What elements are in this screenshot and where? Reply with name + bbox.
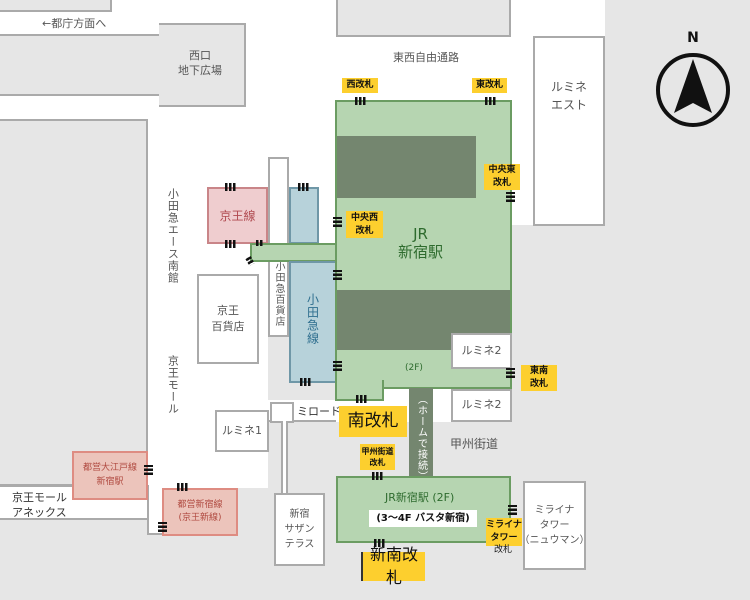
gate-new-south[interactable]: 新南改札 bbox=[361, 545, 425, 587]
lumine2-label: ルミネ2 bbox=[461, 398, 502, 412]
gate-east[interactable]: 東改札 bbox=[472, 78, 507, 93]
gate-southeast[interactable]: 東南 改札 bbox=[521, 365, 557, 391]
lumine2-upper[interactable]: ルミネ2 bbox=[451, 333, 512, 369]
keio-line-label: 京王線 bbox=[219, 209, 256, 223]
gate-icon bbox=[298, 183, 309, 191]
lumine-est[interactable]: ルミネ エスト bbox=[533, 36, 605, 226]
jr-shinjuku-south[interactable] bbox=[336, 476, 511, 543]
jr-label-name: 新宿駅 bbox=[398, 243, 444, 261]
walkway-line bbox=[281, 421, 288, 501]
gate-icon bbox=[225, 240, 236, 248]
lumine-est-label: ルミネ エスト bbox=[550, 80, 587, 112]
jr-2f-label: (2F) bbox=[405, 363, 423, 373]
compass-north-label: N bbox=[687, 30, 699, 46]
west-plaza-label: 西口 地下広場 bbox=[178, 49, 222, 78]
gate-icon bbox=[506, 192, 515, 202]
gate-miraina-tower-sub: 改札 bbox=[494, 545, 513, 555]
gate-icon bbox=[300, 378, 311, 386]
gate-icon bbox=[374, 539, 385, 547]
gate-icon bbox=[333, 217, 342, 227]
block-west bbox=[0, 119, 148, 486]
platform-connection: （ホームで接続） bbox=[409, 388, 433, 482]
koshu-kaido-label: 甲州街道 bbox=[450, 437, 499, 451]
mirainatower-label: ミライナ タワー （ニュウマン） bbox=[519, 505, 590, 546]
gate-icon bbox=[144, 465, 153, 475]
jr-south-label: JR新宿駅 (2F) bbox=[385, 491, 455, 504]
west-plaza-left bbox=[0, 34, 162, 96]
gate-icon bbox=[158, 522, 167, 532]
block-nw bbox=[0, 0, 112, 12]
lumine2-lower[interactable]: ルミネ2 bbox=[451, 389, 512, 422]
odakyu-line[interactable]: 小田急線 bbox=[289, 261, 337, 383]
lumine1[interactable]: ルミネ1 bbox=[215, 410, 269, 452]
gate-south[interactable]: 南改札 bbox=[339, 406, 407, 437]
gate-icon bbox=[256, 240, 264, 246]
gate-icon bbox=[177, 483, 188, 491]
gate-icon bbox=[333, 361, 342, 371]
odakyu-line-north[interactable] bbox=[289, 187, 319, 244]
compass: N bbox=[655, 30, 731, 130]
busta-label: (3〜4F バスタ新宿) bbox=[369, 510, 477, 527]
gate-icon bbox=[508, 505, 517, 515]
lumine1-label: ルミネ1 bbox=[222, 423, 262, 437]
free-passage-label: 東西自由通路 bbox=[393, 51, 459, 64]
platform-connection-label: （ホームで接続） bbox=[415, 394, 427, 482]
gate-icon bbox=[485, 97, 496, 105]
gate-miraina-tower[interactable]: ミライナ タワー bbox=[486, 518, 522, 546]
gate-icon bbox=[355, 97, 366, 105]
toei-shinjuku-line[interactable]: 都営新宿線 (京王新線) bbox=[162, 488, 238, 536]
gate-icon bbox=[333, 270, 342, 280]
southern-terrace-label: 新宿 サザン テラス bbox=[284, 509, 315, 550]
mylord-label: ミロード bbox=[297, 405, 341, 418]
compass-arrow-icon bbox=[656, 53, 730, 127]
gate-koshu-kaido[interactable]: 甲州街道 改札 bbox=[360, 444, 395, 470]
mylord-box bbox=[270, 402, 294, 423]
gate-icon bbox=[372, 472, 383, 480]
gate-icon bbox=[506, 368, 515, 378]
tocho-direction: ←都庁方面へ bbox=[42, 17, 107, 30]
lumine2-label: ルミネ2 bbox=[461, 343, 502, 357]
platform-block-north bbox=[337, 136, 476, 198]
jr-label-top: JR bbox=[413, 225, 428, 243]
west-plaza bbox=[159, 23, 246, 107]
toei-shinjuku-label: 都営新宿線 (京王新線) bbox=[177, 499, 223, 524]
odakyu-line-label: 小田急線 bbox=[305, 293, 320, 345]
gate-icon bbox=[225, 183, 236, 191]
gate-icon bbox=[356, 395, 367, 403]
gate-central-west[interactable]: 中央西 改札 bbox=[346, 211, 383, 238]
toei-oedo-label: 都営大江戸線 新宿駅 bbox=[82, 463, 137, 487]
odakyu-ace-label: 小田急エース南館 bbox=[166, 188, 180, 284]
keio-mall-label: 京王モール bbox=[166, 355, 180, 415]
southern-terrace[interactable]: 新宿 サザン テラス bbox=[274, 493, 325, 566]
annex-label: 京王モール アネックス bbox=[12, 491, 67, 520]
keio-line[interactable]: 京王線 bbox=[207, 187, 268, 244]
keio-dept-store[interactable]: 京王 百貨店 bbox=[197, 274, 259, 364]
odakyu-dept-label: 小田急百貨店 bbox=[273, 261, 284, 327]
gate-central-east[interactable]: 中央東 改札 bbox=[484, 164, 520, 190]
keio-dept-label: 京王 百貨店 bbox=[211, 303, 245, 334]
gate-west[interactable]: 西改札 bbox=[342, 78, 378, 93]
toei-oedo-line[interactable]: 都営大江戸線 新宿駅 bbox=[72, 451, 148, 500]
mirainatower[interactable]: ミライナ タワー （ニュウマン） bbox=[520, 481, 590, 570]
block-north bbox=[336, 0, 511, 37]
